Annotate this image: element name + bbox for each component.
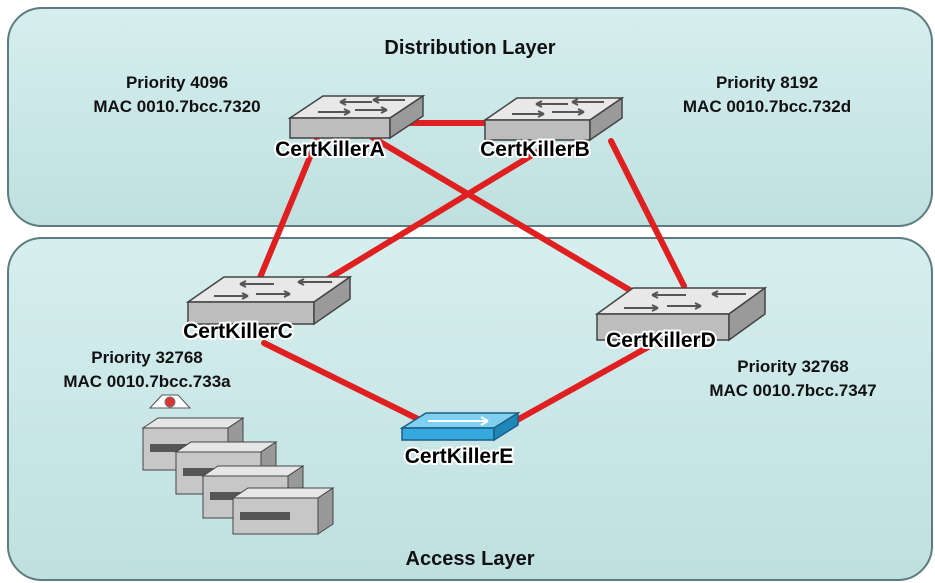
switch-certkillere[interactable] [399,411,521,442]
switch-d-label: CertKillerD [606,329,716,352]
access-layer-panel [7,237,933,581]
link-d-e [507,343,653,427]
switch-certkillera[interactable] [287,94,426,140]
link-a-d [369,134,636,295]
switch-c-label: CertKillerC [183,320,293,343]
switch-b-mac: MAC 0010.7bcc.732d [683,97,851,116]
link-c-e [261,340,423,423]
switch-certkillerb[interactable] [482,96,625,142]
switch-certkillerd[interactable] [594,286,768,342]
switch-b-priority: Priority 8192 [716,73,818,92]
switch-c-mac: MAC 0010.7bcc.733a [63,372,231,391]
switch-d-mac: MAC 0010.7bcc.7347 [709,381,876,400]
switch-b-label: CertKillerB [480,138,590,161]
switch-a-priority: Priority 4096 [126,73,228,92]
workgroup-switch-icon [594,286,768,342]
switch-d-priority: Priority 32768 [737,357,849,376]
workgroup-switch-icon [287,94,426,140]
link-a-c [256,137,320,283]
link-b-d [608,138,687,289]
server-stack-icon [141,394,335,535]
trunk-links [256,120,687,427]
layer2-switch-icon [399,411,521,442]
workgroup-switch-icon [185,275,353,326]
link-b-c [315,140,555,288]
distribution-layer-panel [7,7,933,227]
access-layer-title: Access Layer [406,548,535,570]
switch-a-mac: MAC 0010.7bcc.7320 [93,97,260,116]
distribution-layer-title: Distribution Layer [384,37,555,59]
switch-e-label: CertKillerE [405,445,514,468]
switch-a-label: CertKillerA [275,138,385,161]
switch-certkillerc[interactable] [185,275,353,326]
workgroup-switch-icon [482,96,625,142]
switch-c-priority: Priority 32768 [91,348,203,367]
